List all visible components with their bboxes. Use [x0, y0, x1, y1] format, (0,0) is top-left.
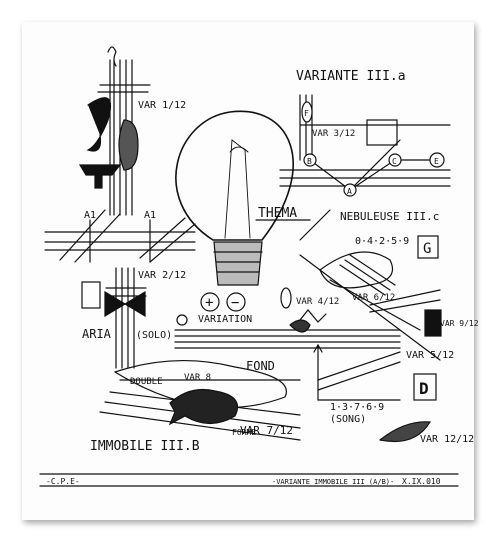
black-s-shape	[86, 97, 112, 152]
var-12-label: VAR 12/12	[420, 434, 474, 445]
fond-label: FOND	[246, 359, 275, 373]
thema-label: THEMA	[258, 206, 297, 221]
node-a	[343, 183, 357, 197]
forme-label: FORME	[232, 428, 256, 437]
song-label: (SONG)	[330, 414, 366, 425]
variante-label: VARIANTE III.a	[296, 69, 406, 84]
var-4-label: VAR 4/12	[296, 297, 339, 307]
axes-fond	[313, 343, 401, 401]
var-9-label: VAR 9/12	[440, 319, 479, 328]
double-label: DOUBLE	[130, 377, 163, 387]
var-1-label: VAR 1/12	[138, 100, 186, 111]
node-a-label: A	[347, 187, 352, 196]
box-g-label: G	[423, 241, 431, 257]
light-bulb	[175, 110, 294, 286]
minus-label: −	[231, 295, 239, 311]
dark-fish-blob	[168, 388, 239, 426]
node-b-label: B	[307, 157, 312, 166]
crossing-lines	[44, 209, 196, 263]
hatched-leaf	[379, 421, 432, 443]
t-over-a-box	[81, 281, 101, 309]
variante-network	[279, 94, 451, 191]
immobile-label: IMMOBILE III.B	[90, 439, 200, 454]
node-e	[429, 152, 445, 168]
box-g	[417, 235, 439, 259]
bowtie-staff	[105, 267, 147, 369]
node-e-label: E	[434, 157, 439, 166]
a1-left-label: A1	[84, 210, 96, 221]
sequence-bottom: 1·3·7·6·9	[330, 402, 384, 413]
footer-right: X.IX.010	[402, 477, 441, 486]
hatched-oval	[118, 119, 139, 171]
footer-center: -VARIANTE IMMOBILE III (A/B)-	[272, 478, 394, 486]
sequence-top: 0·4·2·5·9	[355, 236, 409, 247]
black-t-shape	[78, 164, 122, 189]
var-8-label: VAR 8	[184, 373, 211, 383]
node-f	[301, 101, 313, 123]
variation-label: VARIATION	[198, 314, 252, 325]
solo-label: (SOLO)	[136, 330, 172, 341]
aria-label: ARIA	[82, 327, 112, 341]
node-c	[388, 153, 402, 167]
node-b	[303, 153, 317, 167]
fish-creature	[289, 319, 311, 333]
variation-staff	[174, 292, 401, 349]
var-6-label: VAR 6/12	[352, 293, 395, 303]
footer-left: -C.P.E-	[46, 477, 80, 486]
bowtie-shape	[104, 290, 146, 318]
box-d-label: D	[419, 379, 429, 398]
nebuleuse-label: NEBULEUSE III.c	[340, 210, 439, 223]
plus-label: +	[205, 295, 213, 311]
box-d	[413, 373, 437, 401]
var-2-label: VAR 2/12	[138, 270, 186, 281]
a1-right-label: A1	[144, 210, 156, 221]
var-3-label: VAR 3/12	[312, 129, 355, 139]
node-c-label: C	[392, 157, 397, 166]
var-5-label: VAR 5/12	[406, 350, 454, 361]
node-f-label: F	[304, 109, 309, 118]
var-7-label: VAR 7/12	[240, 424, 293, 437]
nebuleuse-lines	[299, 251, 442, 361]
